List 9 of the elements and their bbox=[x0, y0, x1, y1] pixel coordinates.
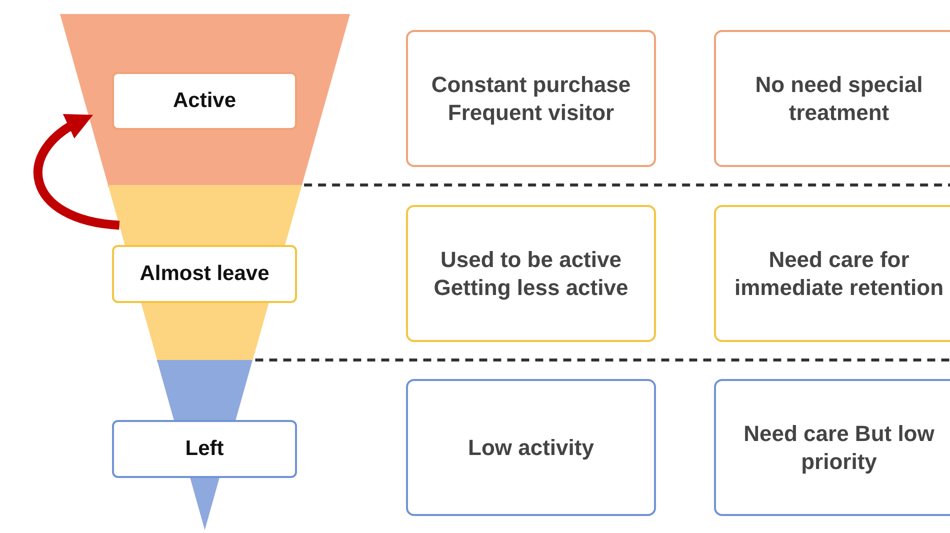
description-card: Used to be active Getting less active bbox=[406, 205, 656, 342]
curved-arrow bbox=[34, 114, 120, 230]
description-card: Need care for immediate retention bbox=[714, 205, 950, 342]
description-card: Low activity bbox=[406, 379, 656, 516]
description-card: Constant purchase Frequent visitor bbox=[406, 30, 656, 167]
description-card: No need special treatment bbox=[714, 30, 950, 167]
segment-label-box: Left bbox=[112, 420, 297, 478]
segment-label-box: Active bbox=[112, 72, 297, 130]
description-card: Need care But low priority bbox=[714, 379, 950, 516]
